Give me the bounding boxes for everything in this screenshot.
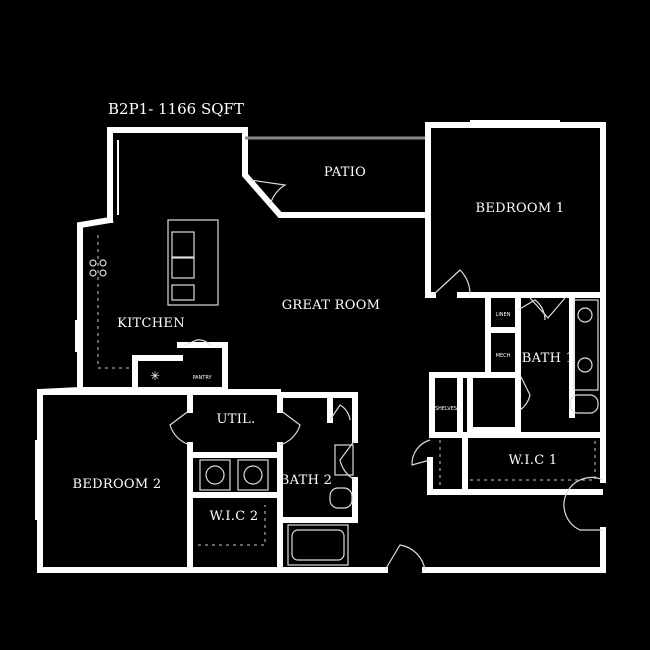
labels: B2P1- 1166 SQFT PATIO BEDROOM 1 GREAT RO… — [73, 100, 574, 524]
label-patio: PATIO — [324, 165, 366, 180]
label-bath1: BATH 1 — [522, 351, 574, 366]
toilet1-icon — [569, 394, 599, 414]
washer-icon — [199, 459, 231, 491]
bathtub-icon — [287, 524, 349, 566]
vanity-icon — [573, 299, 599, 391]
plan-title: B2P1- 1166 SQFT — [108, 100, 244, 118]
walls — [37, 122, 606, 573]
label-linen: LINEN — [496, 312, 511, 318]
label-great-room: GREAT ROOM — [282, 298, 381, 313]
dryer-icon — [237, 459, 269, 491]
label-wic1: W.I.C 1 — [509, 453, 558, 468]
windows — [35, 120, 560, 520]
label-bath2: BATH 2 — [280, 473, 332, 488]
toilet2-icon — [329, 487, 353, 509]
label-pantry: PANTRY — [192, 375, 212, 381]
label-util: UTIL. — [216, 412, 255, 427]
label-shelves: SHELVES — [435, 406, 457, 412]
label-bedroom1: BEDROOM 1 — [476, 201, 565, 216]
fixtures: ✳ — [89, 219, 599, 566]
kitchen-island — [167, 219, 219, 306]
label-mech: MECH — [496, 353, 511, 359]
sink2-icon — [334, 444, 354, 476]
label-wic2: W.I.C 2 — [210, 509, 259, 524]
label-bedroom2: BEDROOM 2 — [73, 477, 162, 492]
sink-icon — [171, 231, 195, 258]
label-kitchen: KITCHEN — [117, 316, 185, 331]
doors — [169, 179, 604, 571]
dishwasher-icon — [171, 284, 195, 301]
water-heater-icon: ✳ — [150, 369, 160, 383]
